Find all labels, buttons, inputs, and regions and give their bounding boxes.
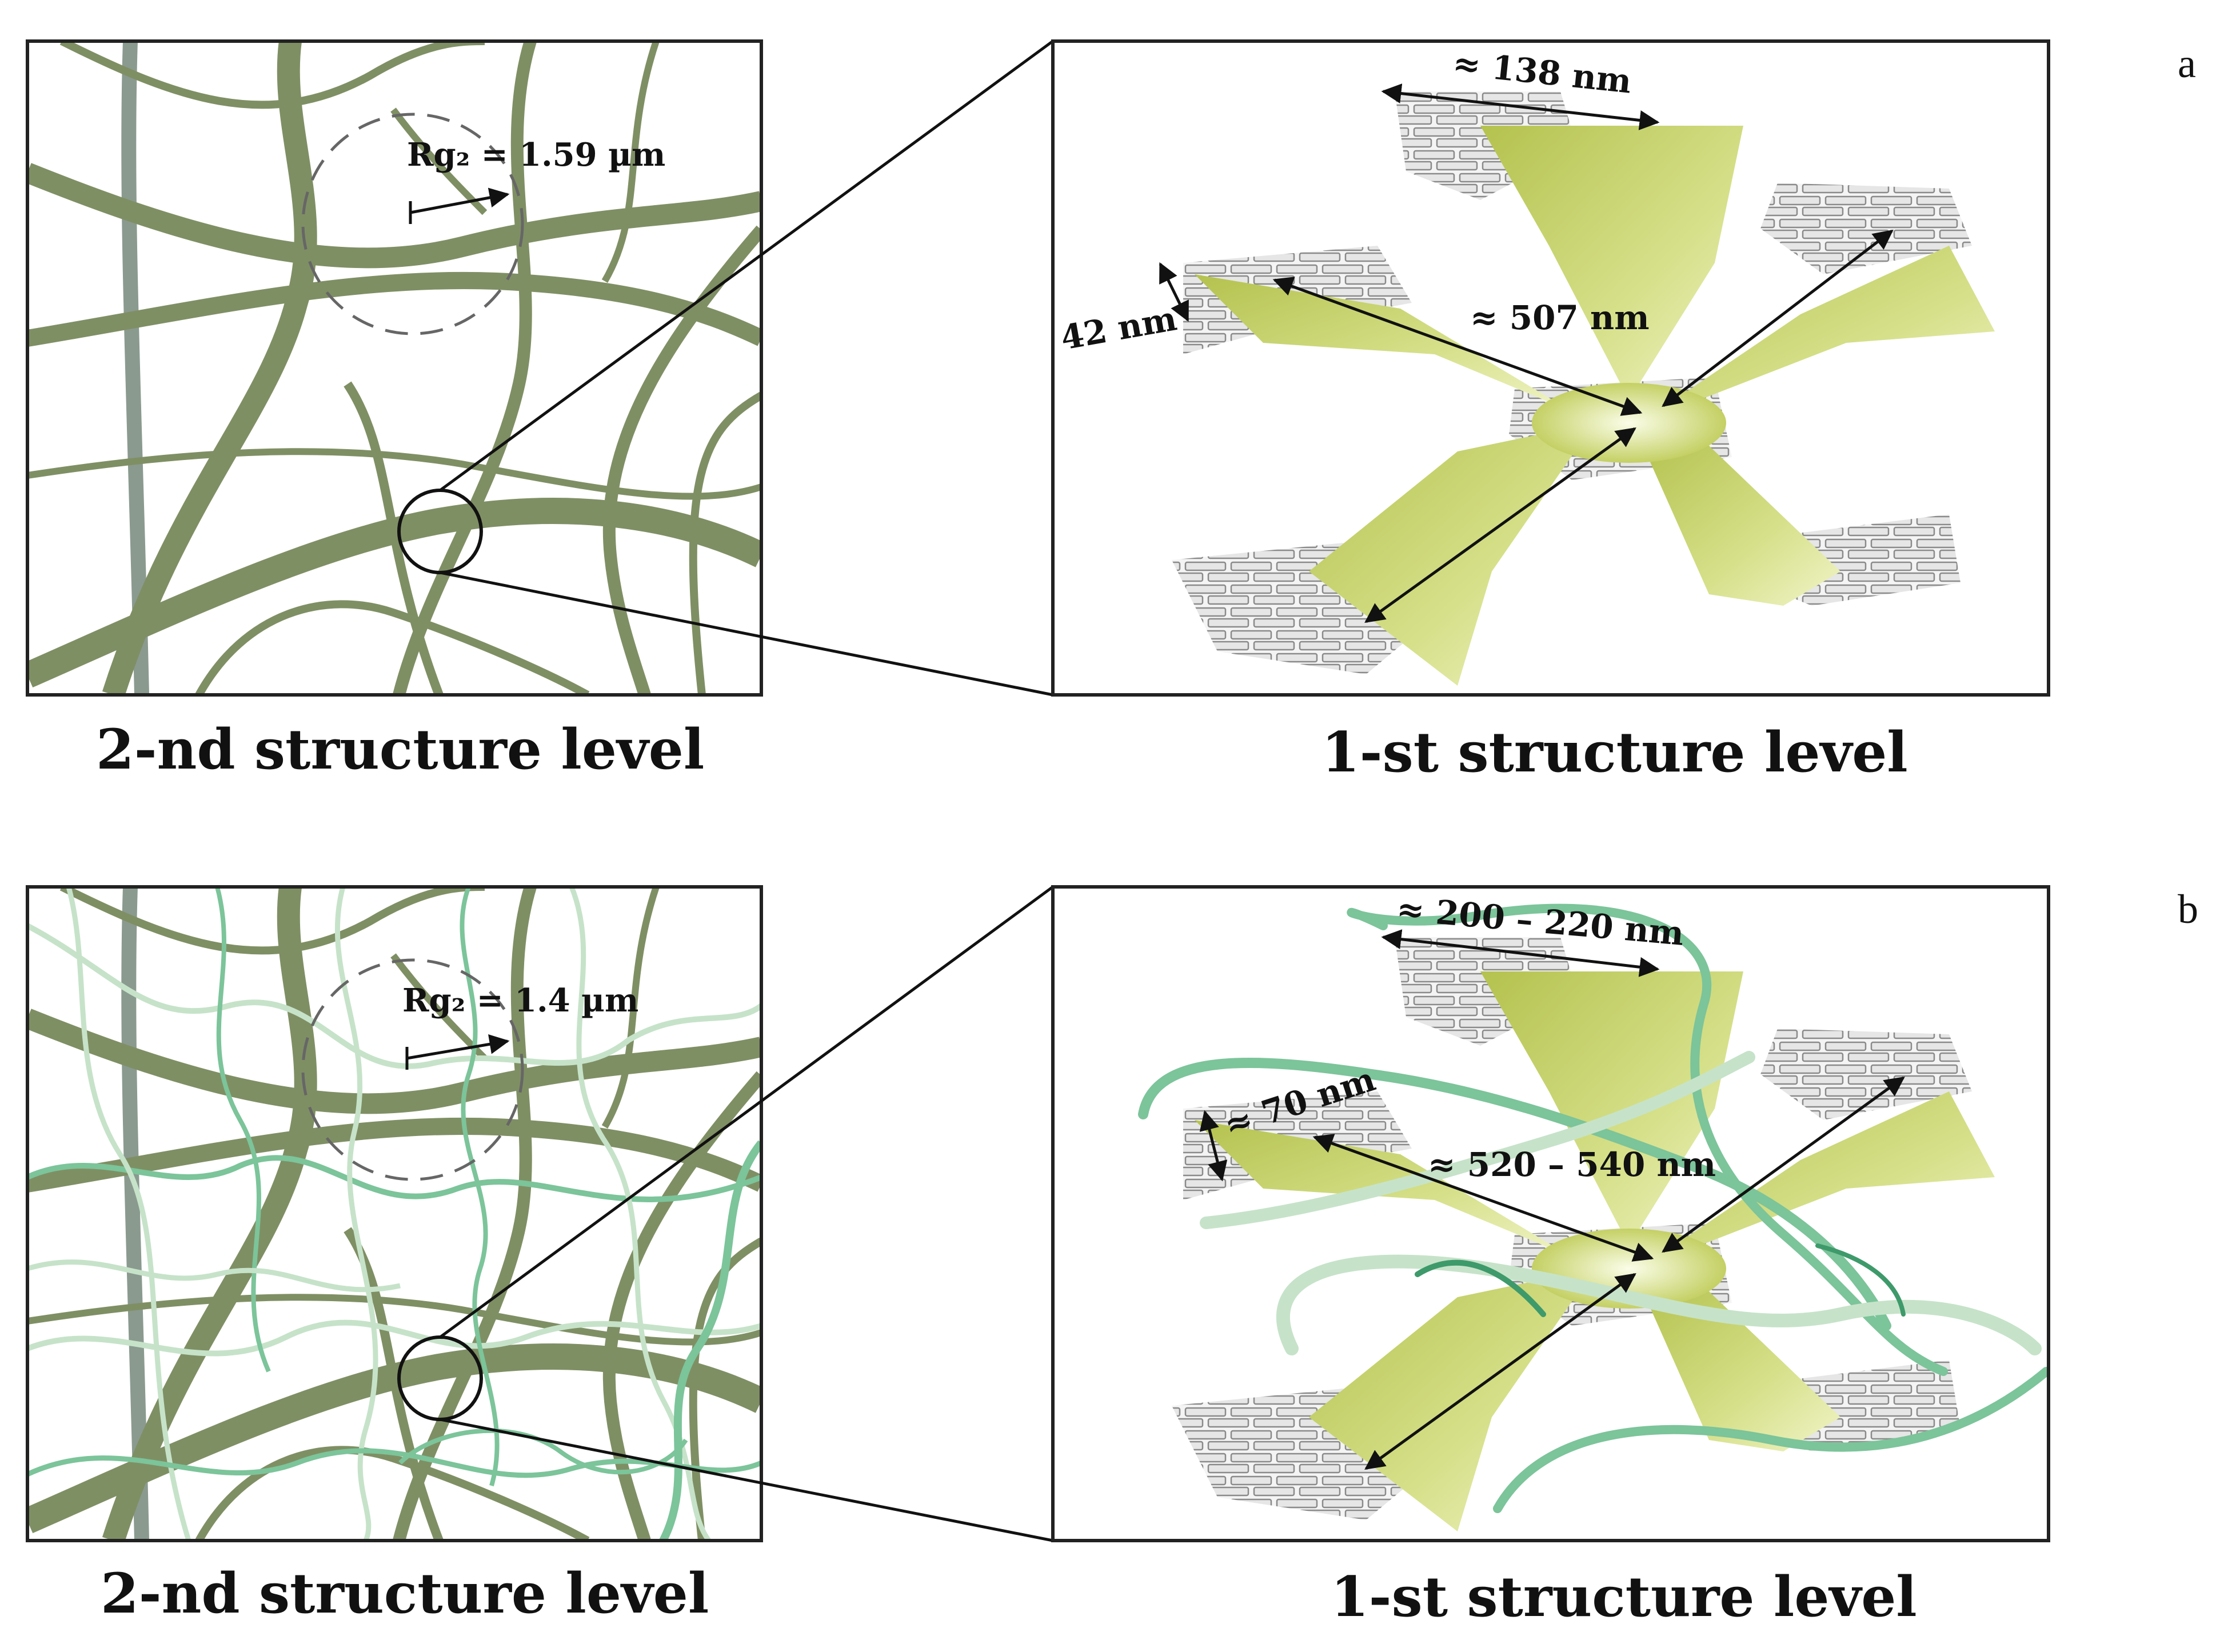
rg-label: Rg₂ = 1.4 µm (402, 982, 638, 1019)
panel-a: Rg₂ = 1.59 µm ≈ 138 nm 42 nm ≈ 507 nm (26, 39, 2196, 785)
dim-arrow-right (1662, 1076, 1905, 1253)
dim-arrow-left (1364, 427, 1636, 623)
dim-arrow-side (1199, 1110, 1228, 1182)
panel-b: Rg₂ = 1.4 µm (26, 885, 2198, 1629)
network-frame-a (26, 39, 763, 697)
panel-letter: a (2178, 41, 2196, 86)
left-caption: 2-nd structure level (101, 1561, 709, 1626)
dim-arrow-side (1159, 262, 1189, 322)
network-box-a (27, 41, 761, 695)
dim-arrow-diag (1272, 277, 1643, 416)
lamella-frame-a (1051, 39, 2050, 697)
dim-arrow-top (1381, 929, 1660, 977)
lamella-frame-b (1051, 885, 2050, 1542)
rg-label: Rg₂ = 1.59 µm (407, 136, 665, 174)
lamella-box-b (1053, 887, 2049, 1541)
zoom-line-top (439, 885, 1054, 1339)
zoom-line-top (439, 39, 1054, 492)
left-caption: 2-nd structure level (96, 717, 704, 782)
zoom-line-bottom (440, 571, 1053, 697)
amorphous-chains (27, 887, 761, 1541)
panel-letter: b (2178, 886, 2198, 932)
dim-arrow-diag (1312, 1134, 1654, 1262)
right-caption: 1-st structure level (1331, 1565, 1917, 1629)
dim-arrow-left (1364, 1273, 1636, 1470)
dim-diag-label: ≈ 520 – 540 nm (1428, 1145, 1716, 1184)
dim-arrow-top (1381, 83, 1660, 130)
dim-diag-label: ≈ 507 nm (1470, 298, 1650, 337)
zoom-line-bottom (440, 1418, 1053, 1542)
radius-of-gyration-circle (301, 113, 524, 335)
network-box-b (27, 887, 761, 1541)
rg-arrow (406, 1034, 510, 1060)
rg-arrow (410, 187, 510, 214)
right-caption: 1-st structure level (1321, 720, 1908, 785)
network-frame-b (26, 885, 763, 1542)
dim-arrow-right (1662, 229, 1894, 407)
radius-of-gyration-circle (301, 958, 524, 1181)
lamella-box-a (1053, 41, 2049, 695)
